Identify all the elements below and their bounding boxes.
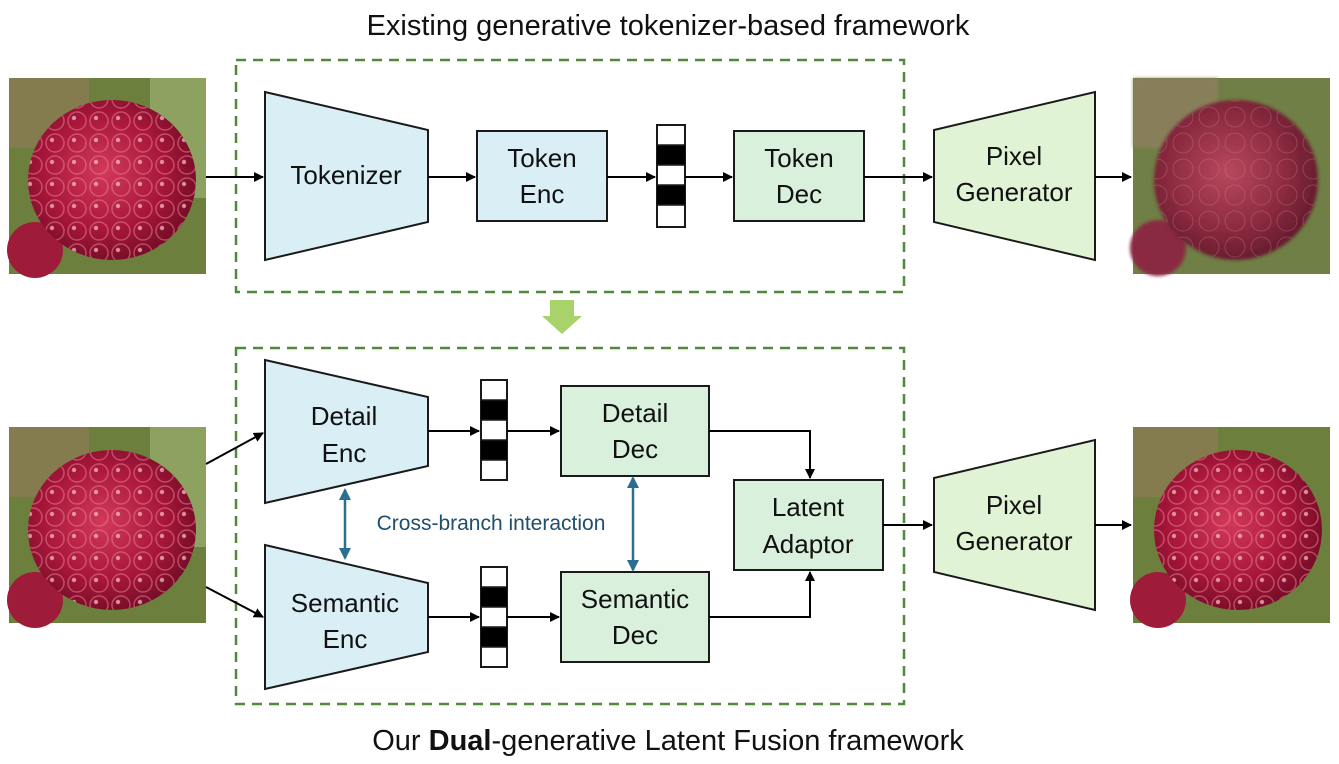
- cross-branch-interaction-label: Cross-branch interaction: [377, 512, 606, 535]
- token-strip-semantic: [480, 566, 508, 668]
- tokenizer-block: Tokenizer: [264, 90, 429, 262]
- svg-text:Enc: Enc: [322, 438, 367, 468]
- token-strip-top: [656, 124, 686, 228]
- pixel-generator-top: Pixel Generator: [933, 90, 1096, 262]
- svg-text:Pixel: Pixel: [986, 490, 1042, 520]
- raspberry-input-image-top: [7, 78, 206, 278]
- raspberry-input-image-bottom: [7, 427, 206, 628]
- svg-text:Generator: Generator: [955, 177, 1072, 207]
- raspberry-output-blurry-image: [1130, 78, 1330, 276]
- svg-text:Enc: Enc: [323, 624, 368, 654]
- svg-text:Token: Token: [507, 143, 576, 173]
- bottom-arrows: [205, 426, 1132, 622]
- pixel-generator-bottom: Pixel Generator: [933, 438, 1096, 612]
- svg-text:Detail: Detail: [311, 401, 377, 431]
- detail-dec-block: Detail Dec: [560, 385, 710, 477]
- svg-text:Semantic: Semantic: [291, 588, 399, 618]
- svg-text:Semantic: Semantic: [581, 584, 689, 614]
- top-title: Existing generative tokenizer-based fram…: [367, 10, 970, 42]
- raspberry-output-sharp-image: [1130, 427, 1330, 628]
- token-enc-block: Token Enc: [476, 130, 608, 222]
- cross-branch-interaction-arrows: [339, 476, 639, 572]
- svg-text:Latent: Latent: [772, 492, 845, 522]
- svg-text:Detail: Detail: [602, 398, 668, 428]
- svg-text:Token: Token: [764, 143, 833, 173]
- svg-text:Dec: Dec: [612, 434, 658, 464]
- svg-text:Adaptor: Adaptor: [762, 529, 853, 559]
- transition-down-arrow: [542, 300, 582, 334]
- svg-text:Generator: Generator: [955, 526, 1072, 556]
- svg-text:Pixel: Pixel: [986, 141, 1042, 171]
- latent-adaptor-block: Latent Adaptor: [733, 479, 884, 571]
- token-dec-block: Token Dec: [733, 130, 865, 222]
- token-strip-detail: [480, 379, 508, 481]
- bottom-title: Our Dual-generative Latent Fusion framew…: [372, 725, 964, 757]
- svg-text:Tokenizer: Tokenizer: [290, 160, 402, 190]
- semantic-dec-block: Semantic Dec: [560, 571, 710, 663]
- svg-text:Dec: Dec: [612, 620, 658, 650]
- bottom-framework-container: [234, 346, 906, 706]
- svg-text:Enc: Enc: [520, 179, 565, 209]
- detail-enc-block: Detail Enc: [264, 358, 429, 505]
- svg-text:Dec: Dec: [776, 179, 822, 209]
- semantic-enc-block: Semantic Enc: [264, 543, 429, 691]
